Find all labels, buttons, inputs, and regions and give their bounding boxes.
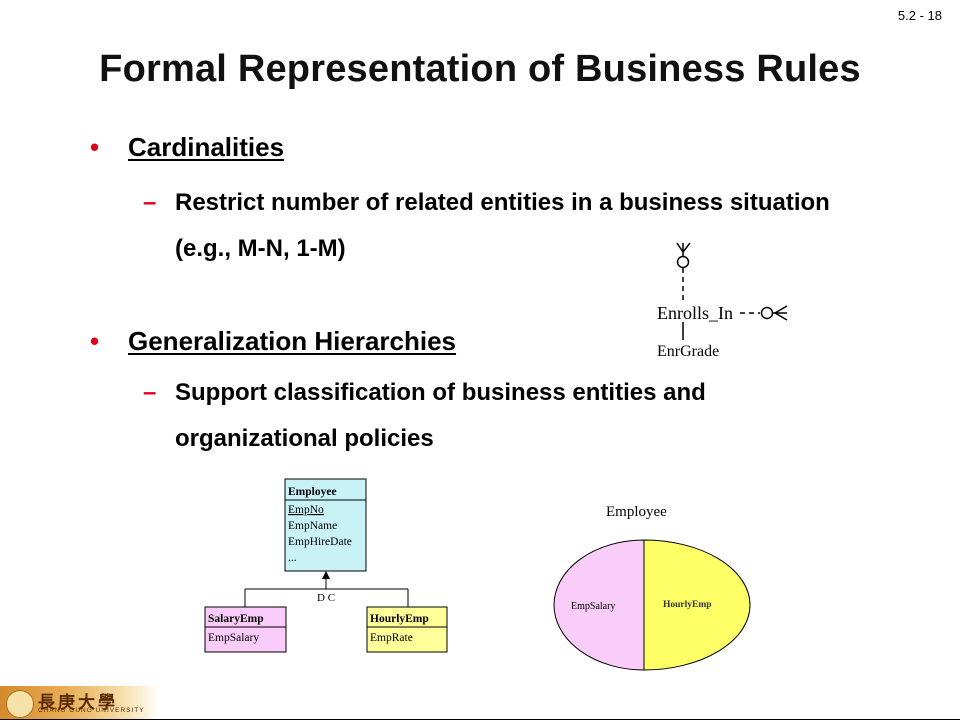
generalization-arrow-icon <box>322 571 330 579</box>
sub-bullet-cardinalities: –Restrict number of related entities in … <box>143 180 863 272</box>
set-hourly-half <box>643 539 751 671</box>
crows-foot-right-icon <box>760 305 788 321</box>
entity-attr: EmpRate <box>370 632 413 644</box>
entity-name: Employee <box>288 486 337 498</box>
relationship-name: Enrolls_In <box>657 303 733 323</box>
entity-attr: EmpName <box>288 520 337 532</box>
entity-attr: ... <box>288 552 297 564</box>
bullet-dot: • <box>90 132 100 162</box>
entity-employee: Employee EmpNo EmpName EmpHireDate ... <box>284 478 367 572</box>
logo-english-text: CHANG GUNG UNIVERSITY <box>38 707 145 714</box>
bullet-generalization: • Generalization Hierarchies <box>90 326 456 357</box>
sub-dash: – <box>143 189 157 216</box>
generalization-connector <box>244 578 409 607</box>
set-left-label: EmpSalary <box>571 601 615 612</box>
entity-attr: EmpHireDate <box>288 536 352 548</box>
university-logo: 長庚大學 CHANG GUNG UNIVERSITY <box>0 686 160 720</box>
entity-name: SalaryEmp <box>208 613 264 625</box>
sub-text: Support classification of business entit… <box>175 379 706 452</box>
slide-number: 5.2 - 18 <box>897 8 942 23</box>
entity-attr-pk: EmpNo <box>288 504 324 516</box>
slide-title: Formal Representation of Business Rules <box>99 48 861 90</box>
logo-chinese-text: 長庚大學 <box>38 693 118 713</box>
bullet-label: Generalization Hierarchies <box>128 326 457 356</box>
sub-bullet-generalization: –Support classification of business enti… <box>143 370 863 462</box>
sub-text: Restrict number of related entities in a… <box>175 189 830 262</box>
sub-dash: – <box>143 379 157 406</box>
relationship-attribute: EnrGrade <box>657 343 719 360</box>
crows-foot-top-icon <box>676 242 691 269</box>
bullet-label: Cardinalities <box>128 132 285 162</box>
university-emblem-icon <box>6 690 34 718</box>
entity-hourlyemp: HourlyEmp EmpRate <box>366 606 448 653</box>
entity-name: HourlyEmp <box>370 613 429 625</box>
set-title: Employee <box>606 504 667 520</box>
entity-salaryemp: SalaryEmp EmpSalary <box>204 606 287 653</box>
bullet-dot: • <box>90 326 100 356</box>
bullet-cardinalities: • Cardinalities <box>90 132 284 163</box>
entity-attr: EmpSalary <box>208 632 259 644</box>
set-salary-half <box>553 539 645 671</box>
set-right-label: HourlyEmp <box>663 600 712 610</box>
disjoint-complete-constraint: D C <box>317 592 335 604</box>
